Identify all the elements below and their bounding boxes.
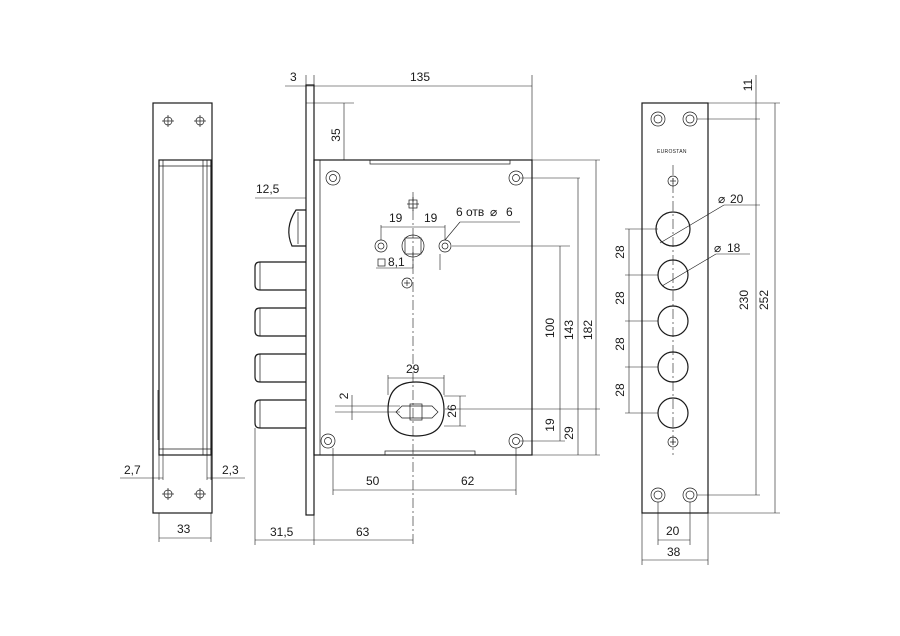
dim-28-3: 28	[613, 337, 627, 351]
lock-case	[313, 159, 533, 456]
faceplate-screw-holes	[650, 111, 698, 503]
dim-19-left: 19	[389, 211, 403, 225]
dim-62: 62	[461, 474, 475, 488]
dim-26: 26	[445, 404, 459, 418]
dim-29-top: 29	[406, 362, 420, 376]
dim-31-5: 31,5	[270, 525, 294, 539]
faceplate-outline	[152, 102, 213, 514]
dim-20-dia: 20	[730, 192, 744, 206]
dim-2: 2	[337, 392, 351, 399]
dim-28-4: 28	[613, 383, 627, 397]
cover-screw	[401, 277, 413, 289]
profile-screw-holes	[162, 115, 206, 500]
dim-230: 230	[737, 290, 751, 310]
front-faceplate	[305, 84, 315, 516]
dim-38: 38	[667, 545, 681, 559]
diameter-sign-2: ⌀	[718, 192, 725, 206]
lock-case-profile	[158, 159, 212, 456]
dim-29-v: 29	[562, 426, 576, 440]
brand-mark: EUROSTAN	[657, 149, 687, 155]
latch	[288, 209, 306, 247]
dim-63: 63	[356, 525, 370, 539]
dim-143: 143	[562, 320, 576, 340]
dim-square: 8,1	[388, 255, 405, 269]
faceplate-view: EUROSTAN ⌀ 20 ⌀ 18	[613, 75, 780, 565]
dim-3: 3	[290, 70, 297, 84]
dim-50: 50	[366, 474, 380, 488]
dim-33: 33	[177, 522, 191, 536]
dim-28-1: 28	[613, 245, 627, 259]
keyhole	[387, 381, 445, 437]
front-view: 3 135 35 12,5 19 19 6 отв ⌀ 6 8,1	[254, 70, 600, 545]
dim-20-h: 20	[666, 524, 680, 538]
dim-11: 11	[741, 78, 755, 91]
diameter-sign-3: ⌀	[714, 241, 721, 255]
dim-28-2: 28	[613, 291, 627, 305]
dim-12-5: 12,5	[256, 182, 280, 196]
dim-35: 35	[329, 128, 343, 142]
dim-holes-dia: 6	[506, 205, 513, 219]
dim-100: 100	[543, 318, 557, 338]
dim-18-dia: 18	[727, 241, 741, 255]
side-profile-view: 2,7 2,3 33	[120, 102, 245, 542]
dim-holes: 6 отв	[456, 205, 484, 219]
case-mount-holes	[320, 170, 524, 449]
dim-2-7: 2,7	[124, 463, 141, 477]
dim-135: 135	[410, 70, 430, 84]
bolts	[254, 261, 306, 429]
dim-19-right: 19	[424, 211, 438, 225]
dim-19-v: 19	[543, 418, 557, 432]
strike-faceplate	[641, 102, 709, 514]
dim-252: 252	[757, 290, 771, 310]
diameter-sign-1: ⌀	[490, 205, 497, 219]
dim-2-3: 2,3	[222, 463, 239, 477]
dim-182: 182	[581, 320, 595, 340]
